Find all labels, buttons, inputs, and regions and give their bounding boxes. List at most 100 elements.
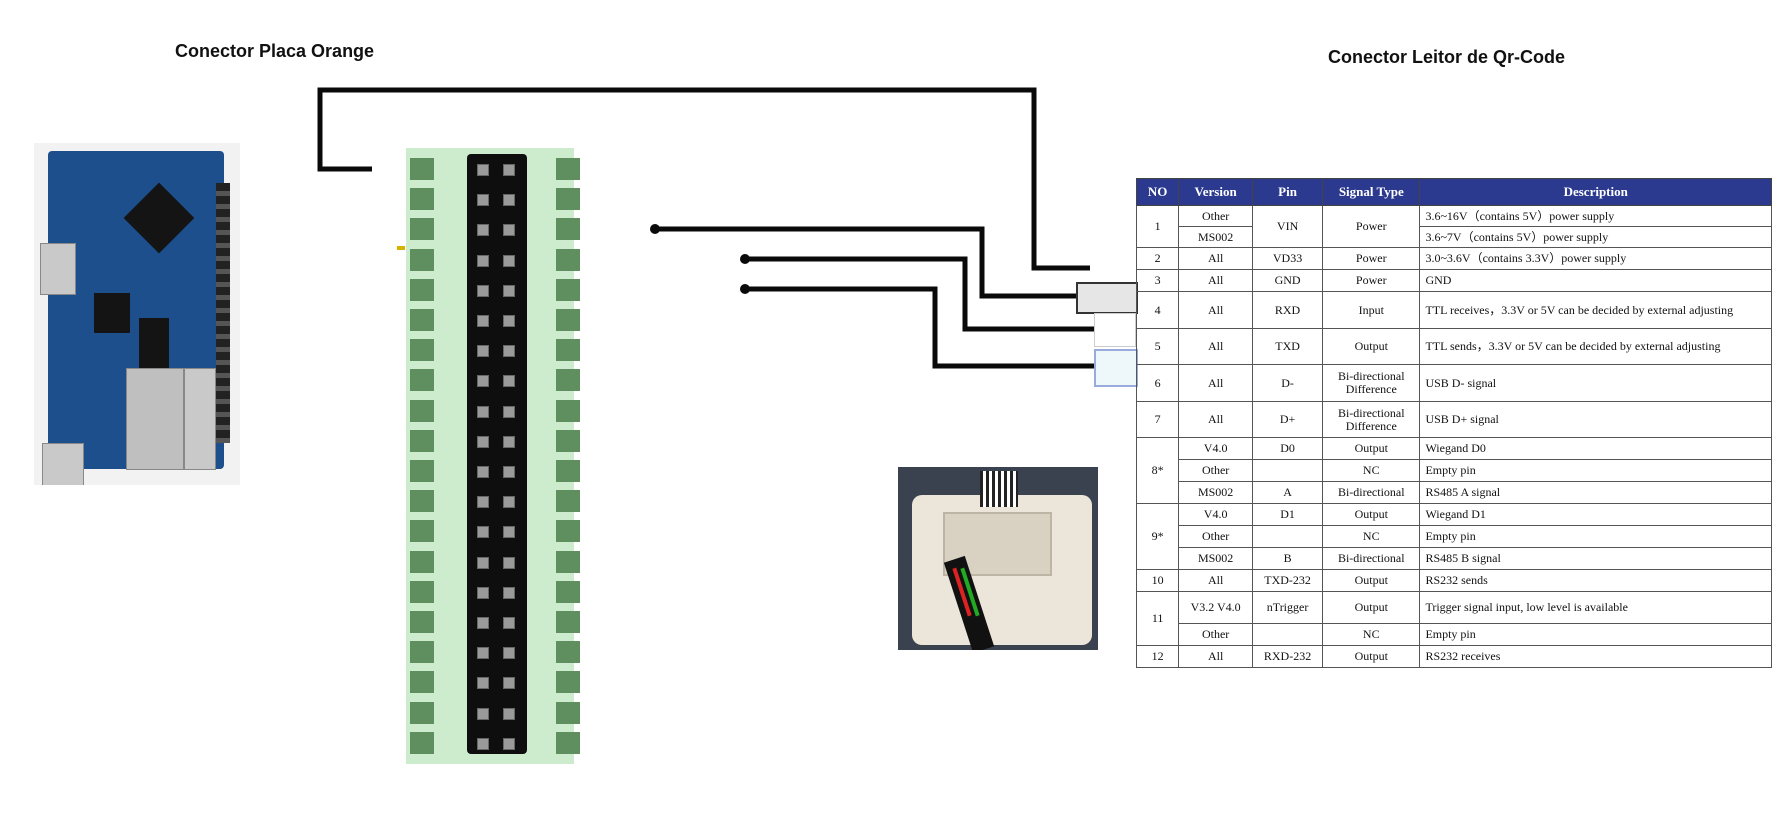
pin-number-18 xyxy=(556,399,580,422)
table-cell: 8* xyxy=(1135,437,1180,504)
table-cell: NC xyxy=(1322,623,1421,646)
table-cell: Trigger signal input, low level is avail… xyxy=(1419,591,1772,624)
header-pin xyxy=(503,496,515,509)
wire-3v3 xyxy=(317,87,1090,271)
table-cell: VD33 xyxy=(1252,247,1324,270)
pin-label-7 xyxy=(397,245,405,250)
table-cell: RXD xyxy=(1252,291,1324,329)
pin-number-11 xyxy=(410,309,434,331)
table-cell: D0 xyxy=(1252,437,1324,460)
wire-qrcode-tx xyxy=(745,256,1094,332)
table-cell: MS002 xyxy=(1178,481,1254,504)
header-pin xyxy=(503,224,515,237)
table-cell: All xyxy=(1178,645,1254,668)
pin-number-5 xyxy=(410,218,434,241)
pin-number-17 xyxy=(410,399,434,422)
table-cell: TXD xyxy=(1252,328,1324,365)
pin-number-40 xyxy=(556,731,580,754)
header-pin xyxy=(477,194,489,207)
pin-number-2 xyxy=(556,158,580,180)
header-pin xyxy=(477,677,489,690)
table-cell: VIN xyxy=(1252,205,1324,248)
header-pin xyxy=(503,586,515,599)
pin-number-1 xyxy=(410,158,434,180)
pin-number-15 xyxy=(410,369,434,392)
table-cell: V3.2 V4.0 xyxy=(1178,591,1254,624)
table-cell: Bi-directional xyxy=(1322,547,1421,570)
table-cell: RS485 A signal xyxy=(1419,481,1772,504)
table-cell: 4 xyxy=(1135,291,1180,329)
pin-number-36 xyxy=(556,671,580,694)
header-pin xyxy=(477,164,489,176)
table-cell: Other xyxy=(1178,525,1254,548)
pin-number-28 xyxy=(556,550,580,573)
pin-header-connector xyxy=(467,154,527,754)
pin-number-10 xyxy=(556,278,580,301)
header-pin xyxy=(503,345,515,358)
table-cell: Empty pin xyxy=(1419,459,1772,482)
orange-board-photo xyxy=(34,143,240,485)
header-pin xyxy=(477,707,489,720)
table-cell: RS232 sends xyxy=(1419,569,1772,592)
pin-number-4 xyxy=(556,188,580,211)
table-cell: All xyxy=(1178,291,1254,329)
table-cell: Output xyxy=(1322,437,1421,460)
table-cell: D- xyxy=(1252,364,1324,402)
wire-gnd xyxy=(655,226,1076,299)
table-cell: D+ xyxy=(1252,401,1324,438)
table-cell: Power xyxy=(1322,269,1421,292)
pin-number-13 xyxy=(410,339,434,362)
table-cell: Wiegand D0 xyxy=(1419,437,1772,460)
table-cell: 7 xyxy=(1135,401,1180,438)
pin-number-26 xyxy=(556,520,580,543)
table-cell: All xyxy=(1178,247,1254,270)
table-cell: RXD-232 xyxy=(1252,645,1324,668)
table-cell: 5 xyxy=(1135,328,1180,365)
qr-pin-tag-3v3 xyxy=(1090,257,1130,279)
table-cell: GND xyxy=(1419,269,1772,292)
pin-number-27 xyxy=(410,550,434,573)
header-pin xyxy=(503,737,515,750)
table-header-version: Version xyxy=(1178,178,1254,206)
header-pin xyxy=(477,224,489,237)
table-cell: A xyxy=(1252,481,1324,504)
table-cell: 11 xyxy=(1135,591,1180,646)
table-cell: NC xyxy=(1322,525,1421,548)
table-header-description: Description xyxy=(1419,178,1772,206)
pin-number-14 xyxy=(556,339,580,362)
table-cell: Wiegand D1 xyxy=(1419,503,1772,526)
wire-qrcode-rx-endpoint xyxy=(740,284,750,294)
table-cell: 3.0~3.6V（contains 3.3V）power supply xyxy=(1419,247,1772,270)
header-pin xyxy=(503,526,515,539)
pin-number-21 xyxy=(410,460,434,482)
table-cell: Empty pin xyxy=(1419,525,1772,548)
pin-number-9 xyxy=(410,278,434,301)
table-cell: Input xyxy=(1322,291,1421,329)
table-cell: Other xyxy=(1178,623,1254,646)
table-cell: RS485 B signal xyxy=(1419,547,1772,570)
qr-pin-tag-rx xyxy=(1094,313,1136,347)
table-cell: All xyxy=(1178,401,1254,438)
table-header-pin: Pin xyxy=(1252,178,1324,206)
table-header-no: NO xyxy=(1135,178,1180,206)
wire-qrcode-tx-endpoint xyxy=(740,254,750,264)
table-cell: Output xyxy=(1322,328,1421,365)
header-pin xyxy=(477,737,489,750)
table-cell: Empty pin xyxy=(1419,623,1772,646)
left-connector-title: Conector Placa Orange xyxy=(175,41,375,61)
header-pin xyxy=(503,677,515,690)
pin-number-16 xyxy=(556,369,580,392)
table-cell: Output xyxy=(1322,569,1421,592)
header-pin xyxy=(503,556,515,569)
header-pin xyxy=(503,707,515,720)
